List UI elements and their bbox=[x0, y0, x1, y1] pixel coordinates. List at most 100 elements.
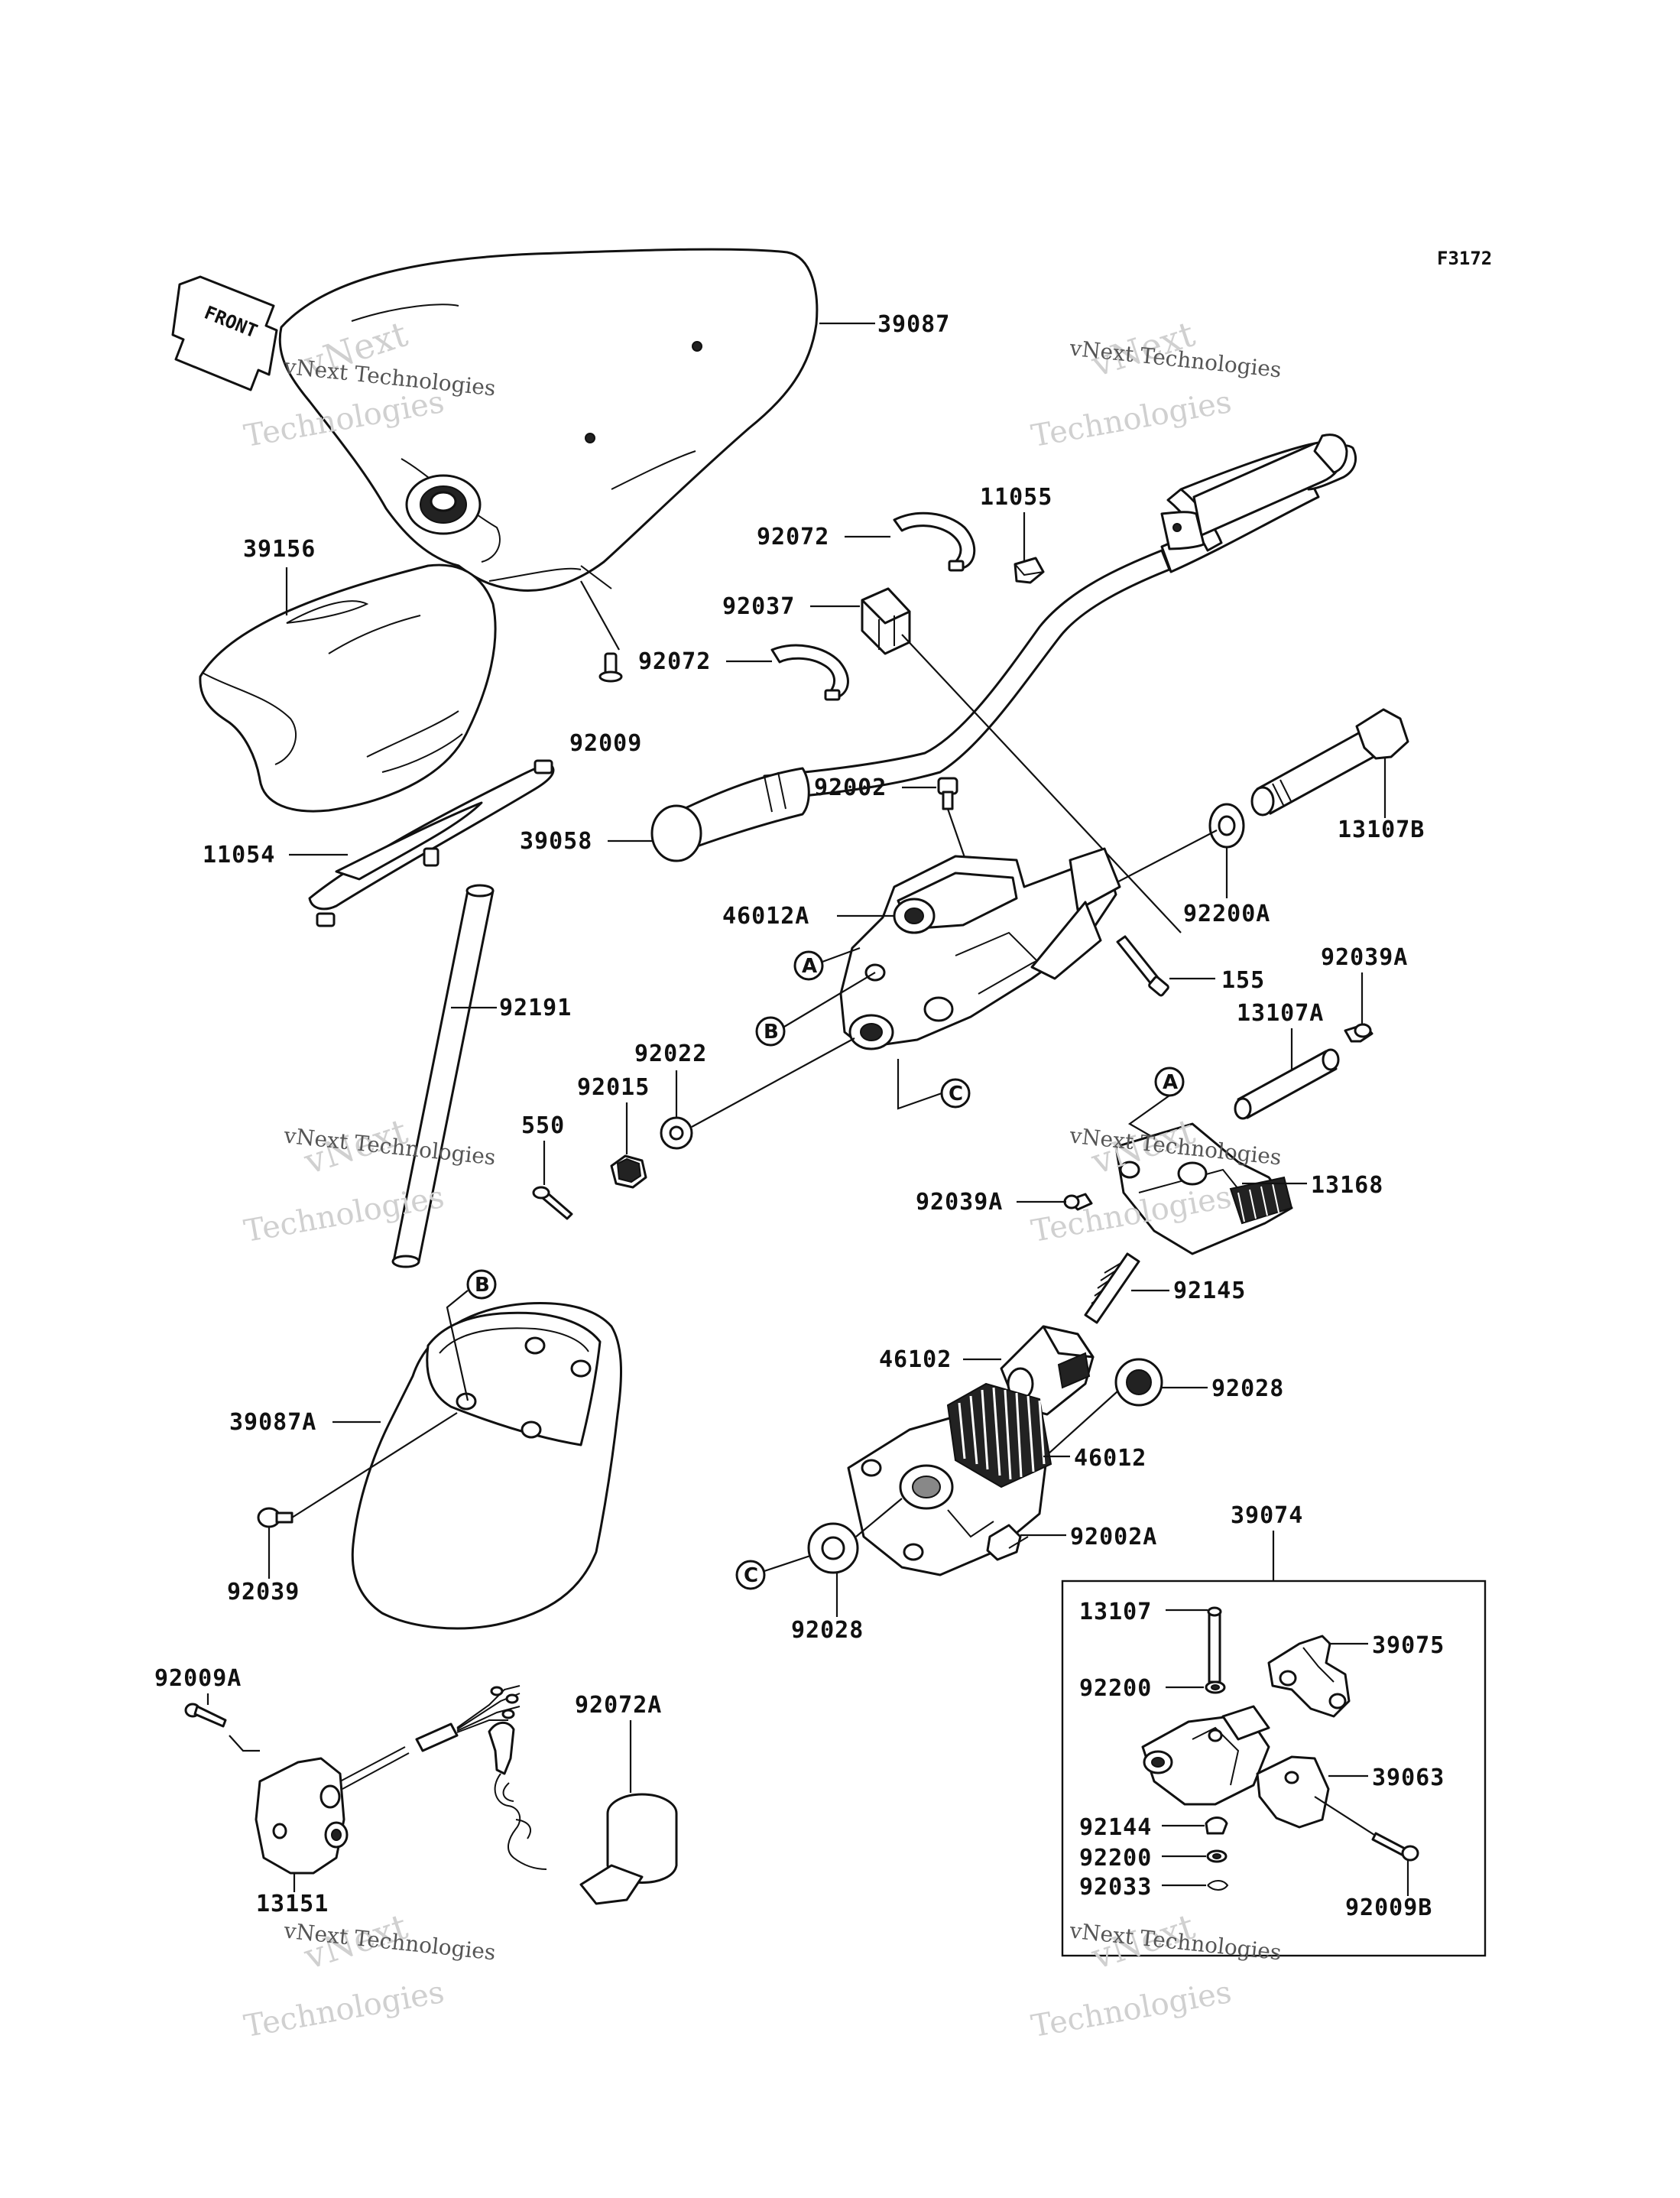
callout-c-2-text: C bbox=[744, 1564, 758, 1587]
bolt-92002A bbox=[986, 1524, 1029, 1561]
label-13107A: 13107A bbox=[1237, 1000, 1324, 1027]
rivet-92039 bbox=[257, 1507, 294, 1528]
label-92200-2: 92200 bbox=[1079, 1845, 1152, 1872]
label-13107: 13107 bbox=[1079, 1599, 1152, 1625]
washer-92028-right bbox=[1114, 1358, 1163, 1407]
callout-c-2 bbox=[735, 1560, 766, 1590]
label-92028-bottom: 92028 bbox=[791, 1617, 864, 1644]
lever-block bbox=[1141, 1705, 1270, 1806]
label-39156: 39156 bbox=[243, 536, 316, 563]
circlip-92033 bbox=[1207, 1880, 1229, 1891]
pin-13107A bbox=[1234, 1048, 1340, 1120]
watermark-6-tech: Technologies bbox=[1029, 1975, 1234, 2044]
screw-92009B bbox=[1371, 1832, 1419, 1862]
label-46102: 46102 bbox=[879, 1346, 952, 1373]
tube-92191 bbox=[391, 884, 495, 1268]
rivet-92039A-top bbox=[1344, 1023, 1374, 1043]
label-92002A: 92002A bbox=[1070, 1524, 1157, 1550]
clamp-92072-mid bbox=[770, 644, 849, 701]
washer-92200-1 bbox=[1205, 1680, 1226, 1694]
washer-92028-bottom bbox=[807, 1522, 859, 1574]
label-13107B: 13107B bbox=[1338, 817, 1425, 843]
washer-92200A bbox=[1208, 803, 1245, 849]
watermark-5-tech: Technologies bbox=[242, 1975, 447, 2044]
washer-92022 bbox=[660, 1116, 693, 1150]
label-39058: 39058 bbox=[520, 828, 592, 855]
cam-plate-13168 bbox=[1114, 1122, 1293, 1255]
label-39075: 39075 bbox=[1372, 1632, 1445, 1659]
watermark-3: vNext Technologies vNext Technologies bbox=[242, 1110, 497, 1249]
label-92200A: 92200A bbox=[1183, 901, 1270, 927]
nut-92015 bbox=[610, 1154, 647, 1189]
rivet-92039A-mid bbox=[1063, 1193, 1093, 1211]
pin-13107 bbox=[1207, 1606, 1222, 1683]
label-11055: 11055 bbox=[980, 484, 1052, 511]
cam-39075 bbox=[1267, 1635, 1351, 1718]
label-92144: 92144 bbox=[1079, 1814, 1152, 1841]
label-92145: 92145 bbox=[1173, 1278, 1246, 1304]
clamp-92072A bbox=[488, 1721, 678, 1905]
label-92039A-mid: 92039A bbox=[916, 1189, 1003, 1216]
label-39087: 39087 bbox=[877, 311, 950, 338]
label-39074: 39074 bbox=[1231, 1502, 1303, 1529]
callout-b-1-text: B bbox=[764, 1021, 779, 1044]
callout-b-1 bbox=[755, 1016, 786, 1047]
label-92072-mid: 92072 bbox=[638, 648, 711, 675]
bolt-92009 bbox=[580, 580, 623, 683]
spring-92145 bbox=[1084, 1252, 1140, 1324]
front-arrow-icon: FRONT bbox=[171, 275, 278, 391]
clip-92144 bbox=[1205, 1817, 1228, 1835]
label-92033: 92033 bbox=[1079, 1874, 1152, 1901]
holder-46012A bbox=[839, 847, 1121, 1050]
callout-b-2-text: B bbox=[475, 1274, 490, 1297]
watermark-2: vNext Technologies vNext Technologies bbox=[1029, 313, 1283, 454]
callout-a-1 bbox=[793, 950, 824, 981]
label-92015: 92015 bbox=[577, 1074, 650, 1101]
watermark-6: vNext Technologies vNext Technologies bbox=[1029, 1905, 1283, 2044]
label-39087A: 39087A bbox=[229, 1409, 316, 1436]
label-550: 550 bbox=[521, 1112, 565, 1139]
callout-b-2 bbox=[466, 1269, 497, 1300]
cotter-pin-550 bbox=[532, 1186, 573, 1220]
label-92002: 92002 bbox=[814, 774, 887, 801]
watermark-5: vNext Technologies vNext Technologies bbox=[242, 1905, 497, 2044]
label-92022: 92022 bbox=[634, 1041, 707, 1067]
switch-13151 bbox=[255, 1685, 521, 1875]
label-11054: 11054 bbox=[203, 842, 275, 868]
pin-13107B bbox=[1250, 708, 1409, 817]
label-92037: 92037 bbox=[722, 593, 795, 620]
label-13151: 13151 bbox=[256, 1891, 329, 1917]
label-92039: 92039 bbox=[227, 1579, 300, 1605]
figure-code: F3172 bbox=[1437, 248, 1492, 269]
label-155: 155 bbox=[1221, 967, 1265, 994]
label-92009: 92009 bbox=[569, 730, 642, 757]
holder-92037 bbox=[861, 587, 911, 655]
clip-11055 bbox=[1014, 557, 1045, 584]
bolt-155 bbox=[1116, 935, 1169, 997]
label-46012A: 46012A bbox=[722, 903, 809, 930]
lower-cover-39087A bbox=[351, 1302, 622, 1630]
label-13168: 13168 bbox=[1311, 1172, 1383, 1199]
label-39063: 39063 bbox=[1372, 1765, 1445, 1791]
watermark-2-tech: Technologies bbox=[1029, 385, 1234, 454]
block-39063 bbox=[1256, 1755, 1330, 1829]
label-92009B: 92009B bbox=[1345, 1894, 1432, 1921]
washer-92200-2 bbox=[1206, 1849, 1228, 1863]
handlebar-cover-top bbox=[278, 248, 819, 592]
callout-a-2-text: A bbox=[1163, 1071, 1178, 1094]
label-92072-top: 92072 bbox=[757, 524, 829, 550]
label-92200-1: 92200 bbox=[1079, 1675, 1152, 1702]
label-92039A-top: 92039A bbox=[1321, 944, 1408, 971]
bolt-92002 bbox=[937, 777, 958, 810]
label-46012: 46012 bbox=[1074, 1445, 1146, 1472]
clamp-92072-top bbox=[893, 511, 976, 572]
pad-39156 bbox=[199, 563, 497, 813]
label-92009A: 92009A bbox=[154, 1665, 242, 1692]
bracket-11054 bbox=[308, 759, 555, 927]
screw-92009A bbox=[184, 1703, 227, 1728]
callout-c-1-text: C bbox=[949, 1083, 963, 1105]
label-92028-right: 92028 bbox=[1211, 1375, 1284, 1402]
holder-46012 bbox=[847, 1382, 1052, 1576]
handlebar-39058 bbox=[650, 433, 1357, 862]
